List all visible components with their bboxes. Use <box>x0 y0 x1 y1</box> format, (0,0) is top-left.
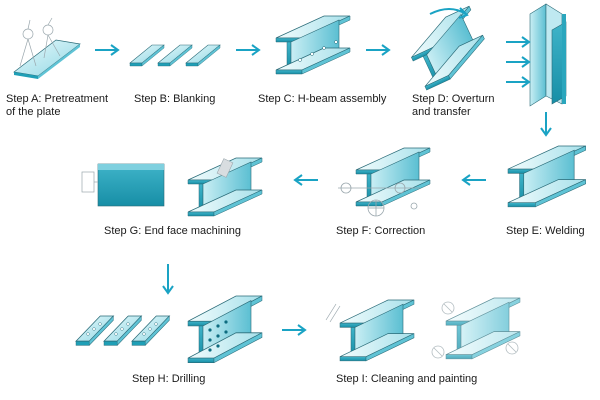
flow-arrow-icon <box>505 36 530 48</box>
step-d-h-beam-icon <box>401 5 495 91</box>
step-c-label: Step C: H-beam assembly <box>258 93 387 105</box>
step-i-h-beam-icon <box>325 299 415 362</box>
flow-arrow-icon <box>94 44 119 56</box>
step-h-drilled-beam-icon <box>187 295 263 364</box>
step-g-machining-icon <box>81 157 263 217</box>
vertical-h-beam-icon <box>529 3 567 107</box>
spray-nozzle-icon <box>431 301 519 359</box>
flow-arrow-icon <box>294 174 319 186</box>
step-a-label: Step A: Pretreatment of the plate <box>6 93 109 118</box>
roller-machine-icon <box>338 182 420 217</box>
step-e-h-beam-icon <box>507 145 587 208</box>
step-h-drilled-plates-icon <box>75 315 170 346</box>
step-i-painted-beam-icon <box>431 297 521 360</box>
flow-arrow-icon <box>365 44 390 56</box>
step-c-h-beam-icon <box>275 15 351 75</box>
flow-arrow-icon <box>235 44 260 56</box>
flow-arrow-icon <box>505 56 530 68</box>
flow-arrow-icon <box>505 76 530 88</box>
flow-arrow-down-icon <box>540 112 552 137</box>
flow-arrow-icon <box>281 324 306 336</box>
step-h-label: Step H: Drilling <box>132 373 206 385</box>
flow-arrow-icon <box>462 174 487 186</box>
step-e-label: Step E: Welding <box>506 225 585 237</box>
step-f-label: Step F: Correction <box>336 225 426 237</box>
step-a-plate-icon <box>13 17 81 79</box>
step-d-label: Step D: Overturn and transfer <box>412 93 495 118</box>
step-i-label: Step I: Cleaning and painting <box>336 373 478 385</box>
flow-arrow-down-icon <box>162 264 174 295</box>
step-g-label: Step G: End face machining <box>104 225 241 237</box>
step-f-h-beam-icon <box>338 147 431 217</box>
step-b-strips-icon <box>129 44 221 67</box>
step-b-label: Step B: Blanking <box>134 93 216 105</box>
spray-nozzle-icon <box>19 17 61 67</box>
